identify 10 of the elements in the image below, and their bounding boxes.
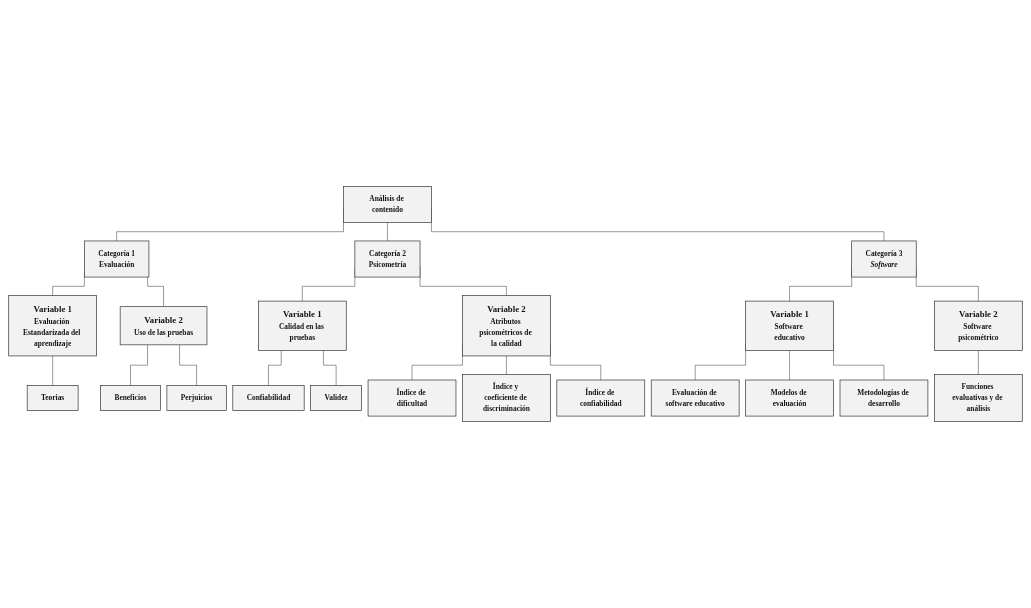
connector <box>789 350 790 381</box>
connector <box>52 355 53 386</box>
connector <box>268 350 282 386</box>
connector <box>147 276 164 307</box>
connector <box>978 350 979 375</box>
connector <box>130 344 148 386</box>
connector <box>506 355 507 375</box>
connector <box>323 350 337 386</box>
connector <box>387 222 388 242</box>
connector <box>179 344 197 386</box>
